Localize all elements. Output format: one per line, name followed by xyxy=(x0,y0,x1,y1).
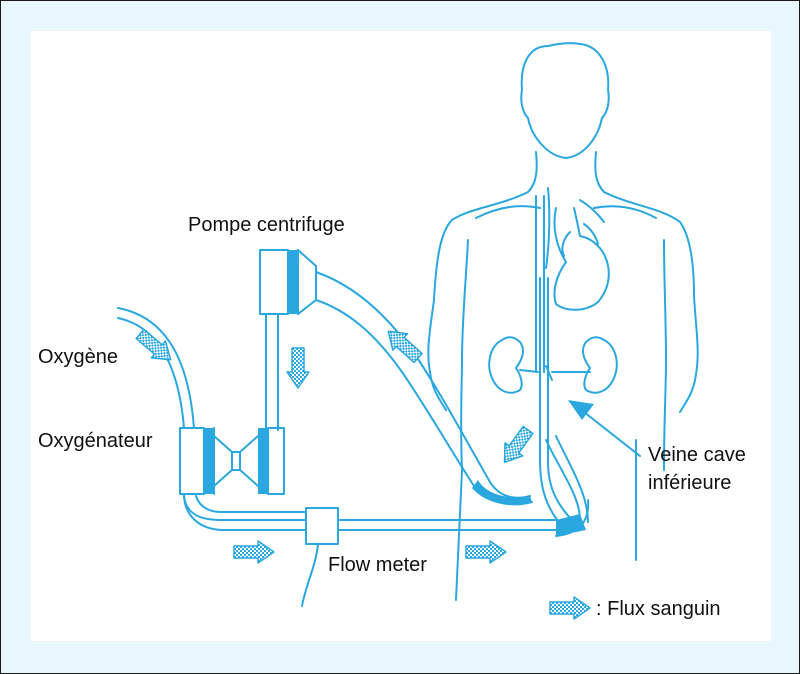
label-pompe-centrifuge: Pompe centrifuge xyxy=(188,214,345,236)
oxygenator xyxy=(179,427,285,495)
bottom-tube xyxy=(183,493,590,537)
oxygen-line xyxy=(117,307,195,429)
legend-label-flux-sanguin: : Flux sanguin xyxy=(596,598,721,620)
human-body-outline xyxy=(427,42,699,601)
flow-arrow-bottom-right xyxy=(465,540,507,564)
flow-meter-device xyxy=(301,507,339,607)
legend-flow-arrow-icon xyxy=(549,596,591,620)
heart-and-vessels xyxy=(535,187,610,373)
centrifugal-pump xyxy=(259,249,317,431)
label-oxygene: Oxygène xyxy=(38,346,119,368)
flow-arrow-drain xyxy=(494,422,538,470)
vena-cava-pointer xyxy=(568,400,641,457)
flow-arrow-oxygen xyxy=(132,324,179,369)
label-oxygenateur: Oxygénateur xyxy=(38,430,153,452)
flow-arrow-bottom-left xyxy=(233,540,275,564)
flow-arrow-pump-down xyxy=(286,347,310,389)
label-veine-cave-line1: Veine cave xyxy=(648,444,746,466)
label-veine-cave-line2: inférieure xyxy=(648,472,732,494)
kidneys xyxy=(488,336,618,394)
label-flow-meter: Flow meter xyxy=(328,554,427,576)
return-line xyxy=(315,271,533,506)
